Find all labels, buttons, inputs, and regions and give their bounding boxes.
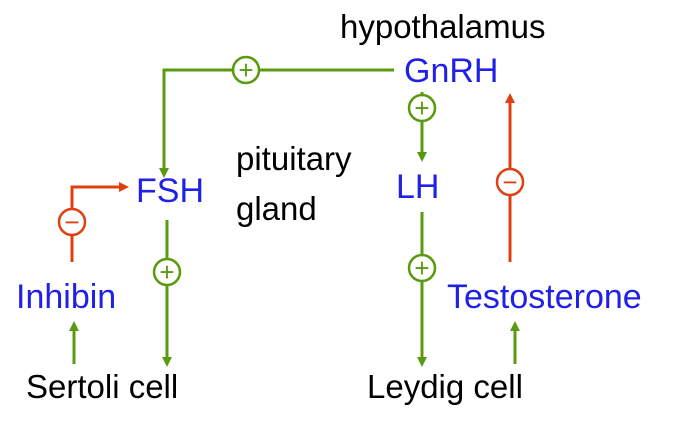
lh-to-leydig-plus-icon: + (407, 253, 437, 283)
minus-sign: − (502, 167, 517, 197)
plus-sign: + (238, 55, 253, 85)
gnrh-to-fsh-arrow (159, 68, 394, 178)
inhibin-label: Inhibin (16, 278, 116, 316)
inhibin-to-fsh-minus-icon: − (57, 207, 87, 237)
gnrh-to-fsh-plus-icon: + (231, 55, 261, 85)
gland-label: gland (236, 190, 317, 227)
inhibin-to-fsh-arrow (70, 182, 129, 262)
gnrh-to-lh-plus-icon: + (407, 93, 437, 123)
leydig-cell-label: Leydig cell (367, 368, 523, 405)
testosterone-label: Testosterone (447, 278, 642, 316)
lh-label: LH (396, 168, 439, 206)
fsh-label: FSH (136, 172, 204, 210)
fsh-to-sertoli-plus-icon: + (152, 257, 182, 287)
hypothalamus-label: hypothalamus (340, 8, 545, 45)
gnrh-label: GnRH (404, 52, 498, 90)
testosterone-to-gnrh-minus-icon: − (495, 167, 525, 197)
pituitary-label: pituitary (236, 140, 352, 177)
sertoli-cell-label: Sertoli cell (26, 368, 178, 405)
plus-sign: + (414, 253, 429, 283)
minus-sign: − (64, 207, 79, 237)
plus-sign: + (414, 93, 429, 123)
plus-sign: + (159, 257, 174, 287)
